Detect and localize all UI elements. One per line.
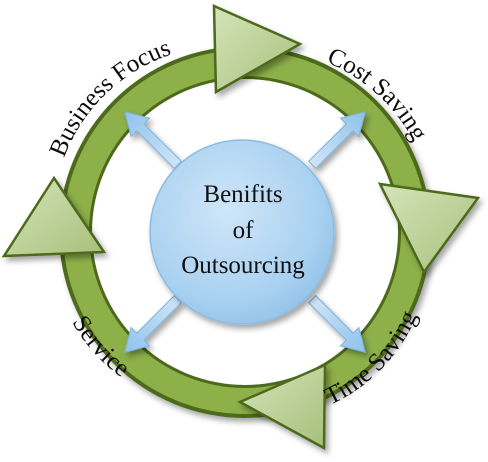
spoke-arrow-icon: [124, 294, 183, 353]
arrowhead-icon: [237, 363, 327, 451]
center-text-line-2: of: [233, 217, 255, 244]
arrowhead-icon: [212, 4, 303, 95]
spoke-arrow-icon: [307, 294, 366, 353]
center-circle: [149, 139, 335, 325]
center-text-line-1: Benifits: [203, 181, 282, 208]
arrowhead-icon: [377, 182, 481, 275]
arrowheads: [1, 4, 481, 451]
spoke-arrow-icon: [124, 111, 183, 170]
spoke-arrows: [124, 111, 366, 353]
spoke-arrow-icon: [307, 111, 366, 170]
center-text-line-3: Outsourcing: [181, 252, 305, 279]
arrowhead-icon: [1, 175, 107, 258]
